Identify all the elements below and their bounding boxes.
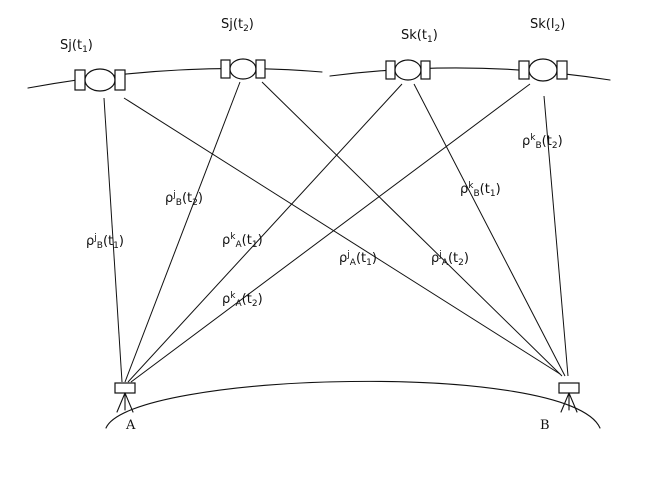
satellite-label-sk-t2: Sk(l2) [530, 17, 565, 34]
range-line-sj-t1-to-A [103, 97, 123, 383]
range-label-rho-kB-t2: ρkB(t2) [522, 133, 563, 151]
range-label-rho-jA-t2: ρjA(t2) [431, 250, 469, 268]
satellite-label-sk-t1: Sk(t1) [401, 28, 438, 45]
range-label-rho-kA-t1: ρkA(t1) [222, 232, 263, 250]
satellite-label-sj-t2: Sj(t2) [221, 17, 254, 34]
range-line-sk-t1-to-B [413, 83, 566, 377]
range-line-sj-t2-to-B [261, 81, 563, 377]
satellite-label-sj-t1: Sj(t1) [60, 38, 93, 55]
satellite-icon [518, 58, 568, 82]
satellite-icon [220, 58, 266, 80]
range-line-sj-t1-to-B [123, 97, 561, 375]
range-label-rho-jA-t1: ρjA(t1) [339, 250, 377, 268]
range-line-sk-t1-to-A [127, 83, 403, 383]
receiver-tripod-icon [114, 382, 136, 413]
satellite-icon [385, 59, 431, 81]
range-line-sk-t2-to-B [543, 95, 569, 377]
satellite-icon [74, 68, 126, 92]
range-label-rho-kA-t2: ρkA(t2) [222, 291, 263, 309]
receiver-tripod-icon [558, 382, 580, 413]
station-label-B: B [540, 418, 550, 433]
range-line-sj-t2-to-A [124, 81, 241, 383]
range-label-rho-kB-t1: ρkB(t1) [460, 181, 501, 199]
station-label-A: A [125, 418, 136, 433]
range-label-rho-jB-t2: ρjB(t2) [165, 190, 203, 208]
earth-surface-arc [105, 380, 601, 429]
orbit-arc-j [27, 67, 323, 89]
orbit-arc-k [329, 67, 611, 81]
range-line-sk-t2-to-A [130, 83, 531, 383]
range-label-rho-jB-t1: ρjB(t1) [86, 233, 124, 251]
